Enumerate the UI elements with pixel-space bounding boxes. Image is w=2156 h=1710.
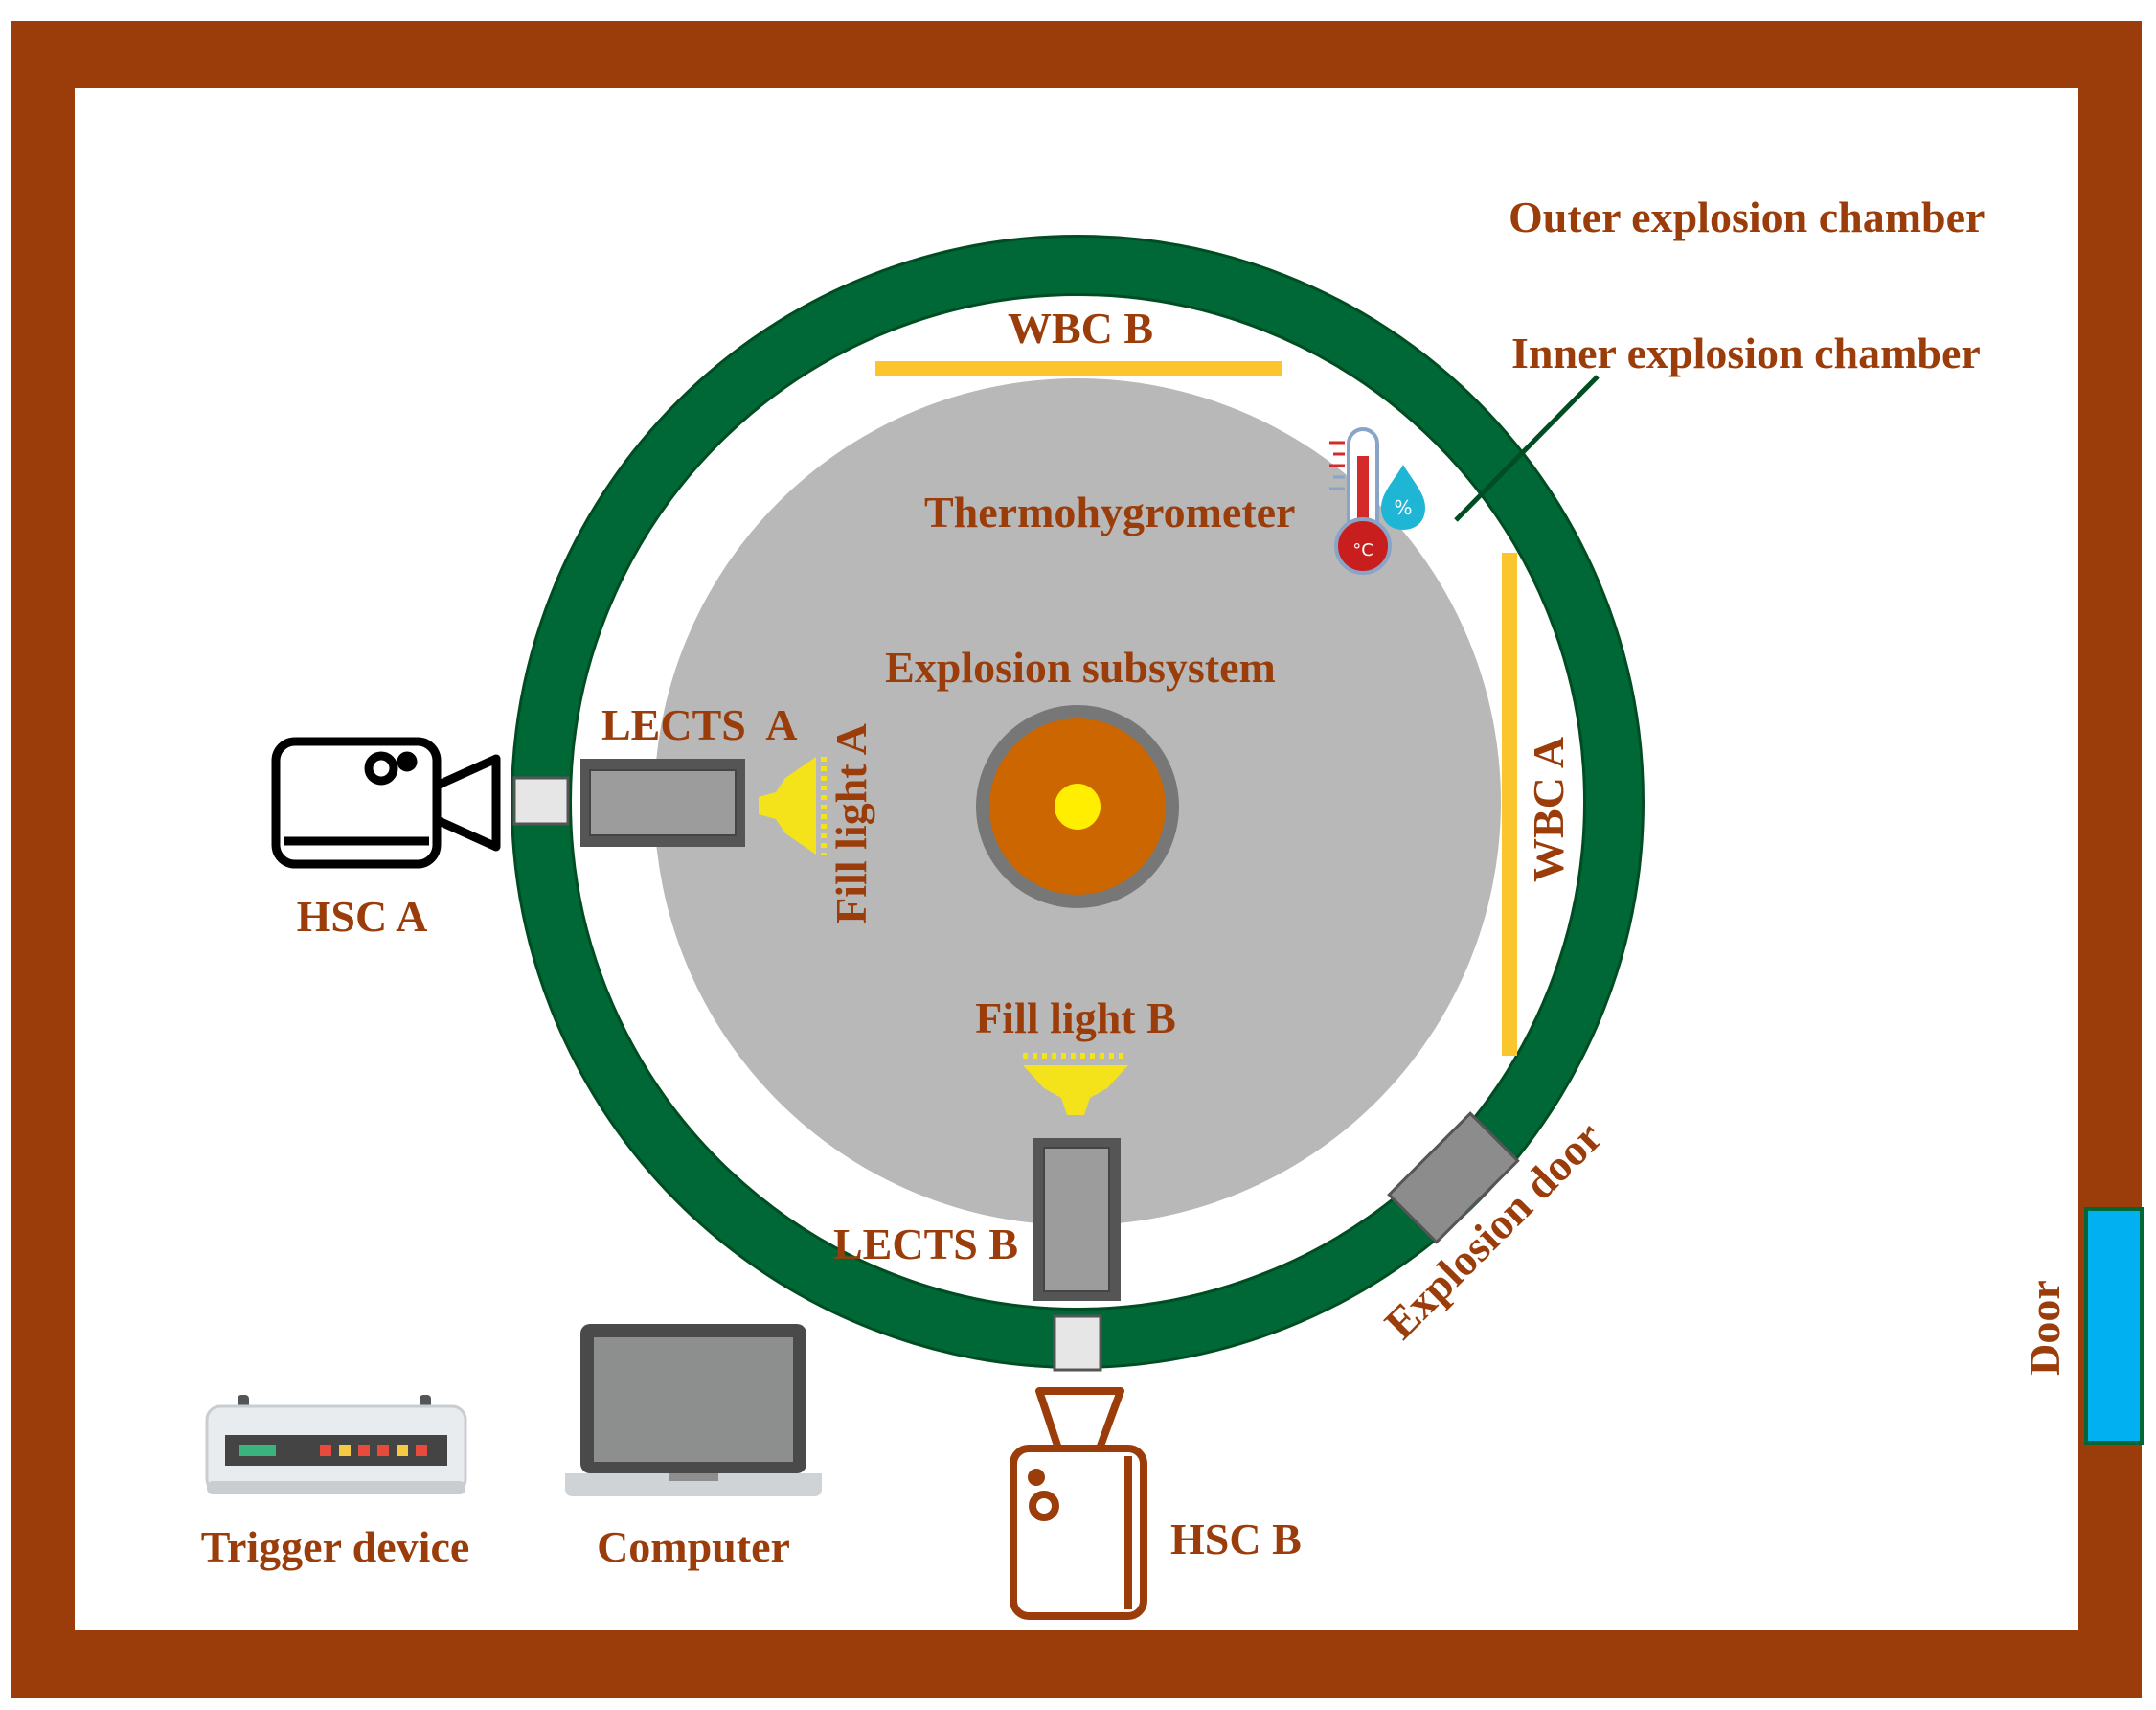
- outer-chamber-label: Outer explosion chamber: [1509, 193, 1985, 241]
- humidity-unit: %: [1394, 496, 1412, 519]
- video-camera-icon: [271, 737, 501, 869]
- wbc-a-label: WBC A: [1524, 737, 1573, 882]
- hsc-b-label: HSC B: [1170, 1515, 1302, 1563]
- video-camera-icon: [1010, 1387, 1147, 1620]
- lects-a-label: LECTS A: [601, 700, 798, 749]
- hsc-a-label: HSC A: [297, 892, 428, 941]
- fill-light-b-icon: [1023, 1053, 1128, 1115]
- thermometer-icon: °C: [1329, 427, 1392, 575]
- trigger-device-label: Trigger device: [201, 1522, 470, 1571]
- door-label: Door: [2020, 1280, 2069, 1376]
- fill-light-a-icon: [759, 757, 827, 855]
- temp-unit: °C: [1352, 540, 1373, 560]
- explosion-subsystem-label: Explosion subsystem: [885, 643, 1276, 692]
- lects-a: [580, 759, 745, 847]
- lects-b-label: LECTS B: [833, 1220, 1018, 1268]
- thermohygrometer-label: Thermohygrometer: [924, 488, 1295, 536]
- wbc-b-label: WBC B: [1008, 304, 1153, 353]
- inner-chamber-label: Inner explosion chamber: [1511, 329, 1981, 377]
- explosion-core-center: [1055, 784, 1101, 830]
- computer-label: Computer: [597, 1522, 790, 1571]
- door: [2084, 1207, 2144, 1445]
- fill-light-a-label: Fill light A: [827, 723, 875, 924]
- router-icon: [205, 1395, 467, 1494]
- laptop-icon: [565, 1324, 822, 1496]
- window-port-a: [512, 776, 570, 826]
- wbc-a-bar: [1502, 553, 1517, 1056]
- wbc-b-bar: [875, 361, 1282, 376]
- window-port-b: [1053, 1314, 1102, 1372]
- lects-b: [1033, 1138, 1121, 1301]
- water-drop-icon: %: [1381, 465, 1425, 530]
- explosion-door-segment: [1387, 1111, 1520, 1244]
- fill-light-b-label: Fill light B: [975, 993, 1176, 1042]
- inner-chamber-leader: [1454, 375, 1600, 522]
